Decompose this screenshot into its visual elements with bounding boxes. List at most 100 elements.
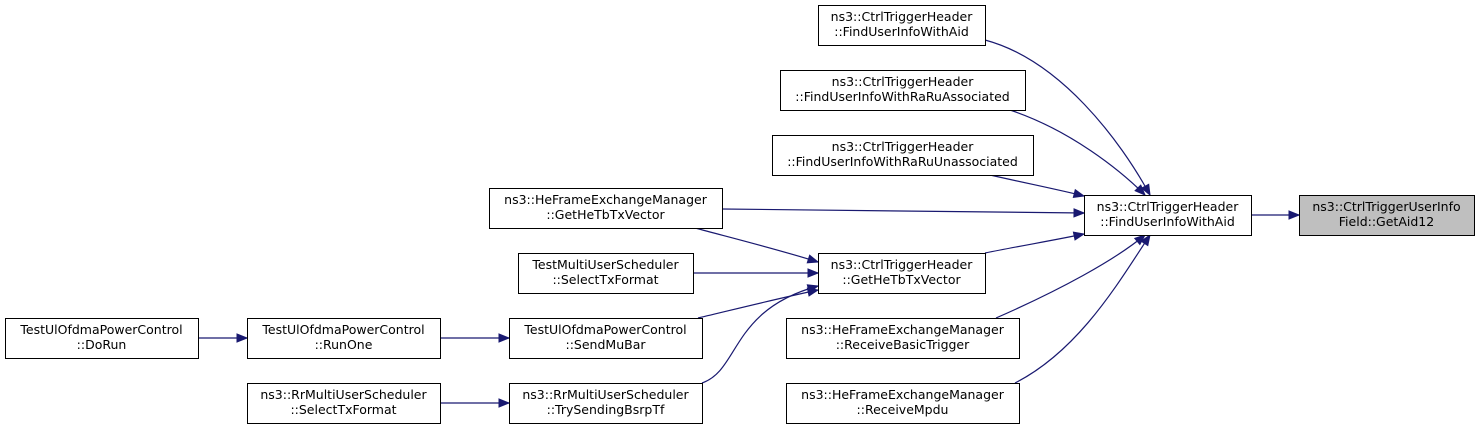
arrowhead-icon xyxy=(1288,210,1301,220)
edge-hefem-get-hetb-txvector-to-ctrl-get-hetb-txvector xyxy=(694,227,820,264)
node-label-class: ns3::HeFrameExchangeManager xyxy=(801,387,1005,402)
node-label-method: ::RunOne xyxy=(315,337,373,352)
node-label-class: ns3::HeFrameExchangeManager xyxy=(504,192,708,207)
arrowhead-icon xyxy=(1140,233,1151,247)
edge-line xyxy=(995,234,1146,319)
node-label-class: TestUlOfdmaPowerControl xyxy=(261,322,424,337)
node-box xyxy=(1299,195,1475,236)
node-label-class: ns3::CtrlTriggerHeader xyxy=(831,9,974,24)
edge-test-mu-select-txformat-to-ctrl-get-hetb-txvector xyxy=(693,268,820,278)
node-ctrl-find-raru-assoc[interactable]: ns3::CtrlTriggerHeader::FindUserInfoWith… xyxy=(780,70,1026,111)
edge-ctrl-find-raru-assoc-to-ctrl-find-with-aid-main xyxy=(1009,109,1146,196)
node-box xyxy=(1084,195,1252,236)
node-ctrl-get-hetb-txvector[interactable]: ns3::CtrlTriggerHeader::GetHeTbTxVector xyxy=(818,253,986,294)
node-label-class: ns3::CtrlTriggerHeader xyxy=(832,139,975,154)
node-box xyxy=(818,253,986,294)
node-box xyxy=(5,318,199,359)
node-test-ulofdma-send-mubar[interactable]: TestUlOfdmaPowerControl::SendMuBar xyxy=(509,318,703,359)
node-ctrl-find-with-aid-top[interactable]: ns3::CtrlTriggerHeader::FindUserInfoWith… xyxy=(818,5,986,46)
node-label-method: ::SelectTxFormat xyxy=(552,272,658,287)
arrowhead-icon xyxy=(1140,183,1151,197)
node-ctrl-find-with-aid-main[interactable]: ns3::CtrlTriggerHeader::FindUserInfoWith… xyxy=(1084,195,1252,236)
edge-line xyxy=(697,289,819,319)
edge-line xyxy=(984,233,1085,254)
arrowhead-icon xyxy=(1072,188,1086,199)
edge-line xyxy=(1009,109,1146,196)
node-label-method: ::SendMuBar xyxy=(566,337,647,352)
edge-hefem-receive-mpdu-to-ctrl-find-with-aid-main xyxy=(1014,233,1151,384)
arrowhead-icon xyxy=(1073,208,1086,218)
node-test-mu-select-txformat[interactable]: TestMultiUserScheduler::SelectTxFormat xyxy=(518,253,694,294)
node-box xyxy=(518,253,694,294)
node-label-class: ns3::RrMultiUserScheduler xyxy=(522,387,689,402)
node-box xyxy=(772,135,1034,176)
node-label-method: ::SelectTxFormat xyxy=(290,402,396,417)
node-test-ulofdma-runone[interactable]: TestUlOfdmaPowerControl::RunOne xyxy=(247,318,441,359)
node-label-class: TestMultiUserScheduler xyxy=(531,257,679,272)
edge-test-ulofdma-runone-to-test-ulofdma-send-mubar xyxy=(440,333,511,343)
node-box xyxy=(247,383,441,424)
node-label-method: ::FindUserInfoWithRaRuAssociated xyxy=(795,89,1009,104)
edge-test-ulofdma-send-mubar-to-ctrl-get-hetb-txvector xyxy=(697,287,820,319)
edge-layer xyxy=(198,39,1301,408)
node-ctrl-find-raru-unassoc[interactable]: ns3::CtrlTriggerHeader::FindUserInfoWith… xyxy=(772,135,1034,176)
node-box xyxy=(489,188,723,229)
arrowhead-icon xyxy=(236,333,249,343)
node-label-method: ::ReceiveBasicTrigger xyxy=(836,337,970,352)
arrowhead-icon xyxy=(806,284,820,294)
node-hefem-get-hetb-txvector[interactable]: ns3::HeFrameExchangeManager::GetHeTbTxVe… xyxy=(489,188,723,229)
edge-rr-mu-try-sending-bsrptf-to-ctrl-get-hetb-txvector xyxy=(701,284,820,384)
node-label-method: ::GetHeTbTxVector xyxy=(842,272,961,287)
edge-test-ulofdma-dorun-to-test-ulofdma-runone xyxy=(198,333,249,343)
node-label-class: ns3::RrMultiUserScheduler xyxy=(260,387,427,402)
node-label-class: ns3::CtrlTriggerHeader xyxy=(831,257,974,272)
node-label-class: ns3::CtrlTriggerUserInfo xyxy=(1312,199,1460,214)
node-label-class: TestUlOfdmaPowerControl xyxy=(523,322,686,337)
node-label-method: ::FindUserInfoWithAid xyxy=(834,24,969,39)
node-box xyxy=(780,70,1026,111)
edge-line xyxy=(989,174,1085,197)
edge-ctrl-find-raru-unassoc-to-ctrl-find-with-aid-main xyxy=(989,174,1086,199)
arrowhead-icon xyxy=(1072,231,1086,241)
edge-rr-mu-select-txformat-to-rr-mu-try-sending-bsrptf xyxy=(440,398,511,408)
node-box xyxy=(509,383,703,424)
arrowhead-icon xyxy=(498,333,511,343)
node-label-method: ::GetHeTbTxVector xyxy=(546,207,665,222)
edge-line xyxy=(1014,234,1151,384)
node-label-method: ::TrySendingBsrpTf xyxy=(547,402,665,417)
arrowhead-icon xyxy=(1134,184,1146,196)
node-label-class: ns3::HeFrameExchangeManager xyxy=(801,322,1005,337)
edge-ctrl-find-with-aid-main-to-getaid12 xyxy=(1251,210,1301,220)
node-label-method: ::ReceiveMpdu xyxy=(857,402,949,417)
node-label-class: TestUlOfdmaPowerControl xyxy=(19,322,182,337)
node-label-method: ::FindUserInfoWithRaRuUnassociated xyxy=(787,154,1018,169)
node-label-method: ::FindUserInfoWithAid xyxy=(1100,214,1235,229)
arrowhead-icon xyxy=(806,254,820,264)
edge-hefem-get-hetb-txvector-to-ctrl-find-with-aid-main xyxy=(721,208,1086,218)
edge-line xyxy=(694,227,819,263)
node-label-method: Field::GetAid12 xyxy=(1339,214,1434,229)
node-label-method: ::DoRun xyxy=(77,337,127,352)
node-box xyxy=(247,318,441,359)
node-box xyxy=(786,318,1020,359)
node-box xyxy=(818,5,986,46)
arrowhead-icon xyxy=(807,268,820,278)
node-test-ulofdma-dorun[interactable]: TestUlOfdmaPowerControl::DoRun xyxy=(5,318,199,359)
node-box xyxy=(786,383,1020,424)
arrowhead-icon xyxy=(498,398,511,408)
edge-line xyxy=(721,208,1085,214)
node-box xyxy=(509,318,703,359)
node-rr-mu-try-sending-bsrptf[interactable]: ns3::RrMultiUserScheduler::TrySendingBsr… xyxy=(509,383,703,424)
edge-line xyxy=(984,39,1151,196)
node-label-class: ns3::CtrlTriggerHeader xyxy=(832,74,975,89)
node-hefem-receive-mpdu[interactable]: ns3::HeFrameExchangeManager::ReceiveMpdu xyxy=(786,383,1020,424)
node-layer: ns3::CtrlTriggerUserInfoField::GetAid12n… xyxy=(5,5,1475,424)
node-hefem-receive-basic-trigger[interactable]: ns3::HeFrameExchangeManager::ReceiveBasi… xyxy=(786,318,1020,359)
edge-line xyxy=(701,285,819,384)
edge-ctrl-find-with-aid-top-to-ctrl-find-with-aid-main xyxy=(984,39,1151,197)
node-label-class: ns3::CtrlTriggerHeader xyxy=(1097,199,1240,214)
edge-ctrl-get-hetb-txvector-to-ctrl-find-with-aid-main xyxy=(984,231,1086,254)
node-rr-mu-select-txformat[interactable]: ns3::RrMultiUserScheduler::SelectTxForma… xyxy=(247,383,441,424)
